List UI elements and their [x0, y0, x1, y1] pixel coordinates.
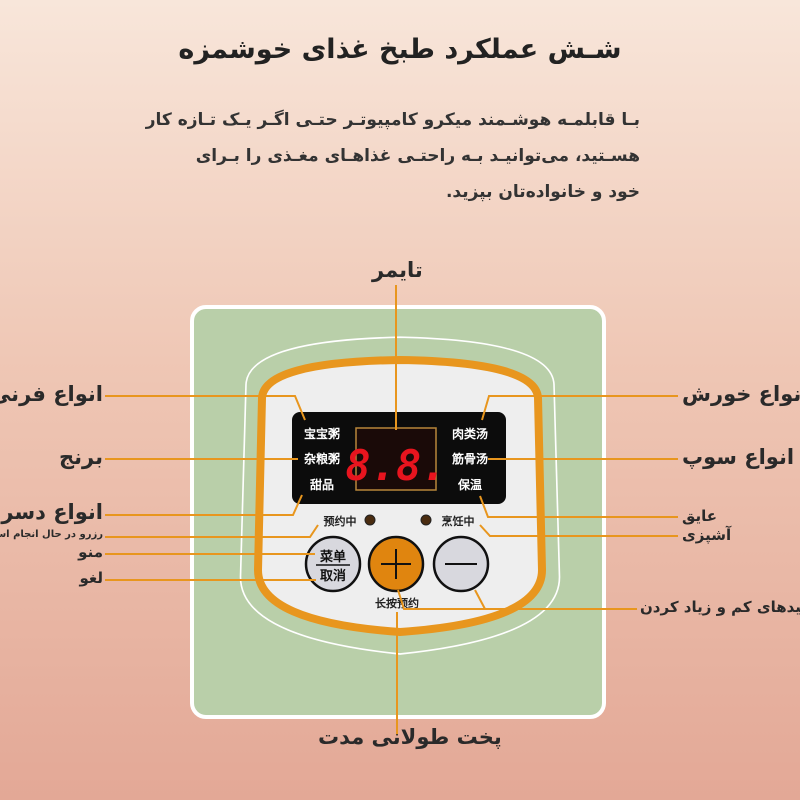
mode-dessert: 甜品: [310, 477, 334, 492]
reserve-led: [364, 514, 376, 526]
cooking-indicator-label: 烹饪中: [442, 514, 475, 528]
callout-lines: [105, 285, 678, 735]
label-dessert: انواع دسر: [1, 500, 103, 524]
label-cancel: لغو: [79, 569, 103, 587]
mode-grain-congee: 杂粮粥: [304, 451, 340, 466]
panel-outline: [239, 336, 561, 655]
label-rice: برنج: [59, 445, 103, 469]
mode-bone-soup: 筋骨汤: [451, 451, 488, 466]
long-press-label: 长按预约: [375, 596, 419, 610]
led-digits: 8.8.: [345, 441, 446, 490]
svg-text:取消[interactable]: 取消: [320, 568, 346, 584]
reserve-indicator-label: 预约中: [324, 514, 357, 528]
description-line: هسـتید، می‌توانیـد بـه راحتـی غذاهـای مغ…: [195, 146, 640, 166]
label-long-cooking: پخت طولانی مدت: [318, 725, 502, 749]
mode-meat-soup: 肉类汤: [452, 426, 488, 441]
mode-congee: 宝宝粥: [304, 426, 340, 441]
svg-text:菜单[interactable]: 菜单: [319, 549, 346, 565]
label-keep-warm: عایق: [682, 507, 718, 525]
label-stew: انواع خورش: [682, 382, 800, 406]
minus-button[interactable]: [432, 535, 490, 593]
cooking-led: [420, 514, 432, 526]
label-cooking: آشپزی: [682, 526, 732, 544]
label-timer: تایمر: [372, 258, 423, 282]
plus-button[interactable]: [367, 535, 425, 593]
label-soup: انواع سوپ: [682, 445, 795, 469]
mode-keep-warm: 保温: [457, 477, 482, 492]
label-plus-minus-keys: کلیدهای کم و زیاد کردن: [640, 598, 800, 616]
label-menu: منو: [78, 543, 103, 561]
label-reserving: رزرو در حال انجام است: [0, 529, 103, 540]
label-baked: انواع فرنی: [0, 382, 103, 406]
page-title: شـش عملکرد طبخ غذای خوشمزه: [178, 34, 622, 65]
menu-cancel-button[interactable]: 菜单 取消: [304, 535, 362, 593]
description: بـا قابلمـه هوشـمند میکرو کامپیوتـر حتـی…: [120, 102, 640, 210]
description-line: خود و خانواده‌تان بپزید.: [445, 182, 640, 202]
description-line: بـا قابلمـه هوشـمند میکرو کامپیوتـر حتـی…: [145, 110, 640, 130]
